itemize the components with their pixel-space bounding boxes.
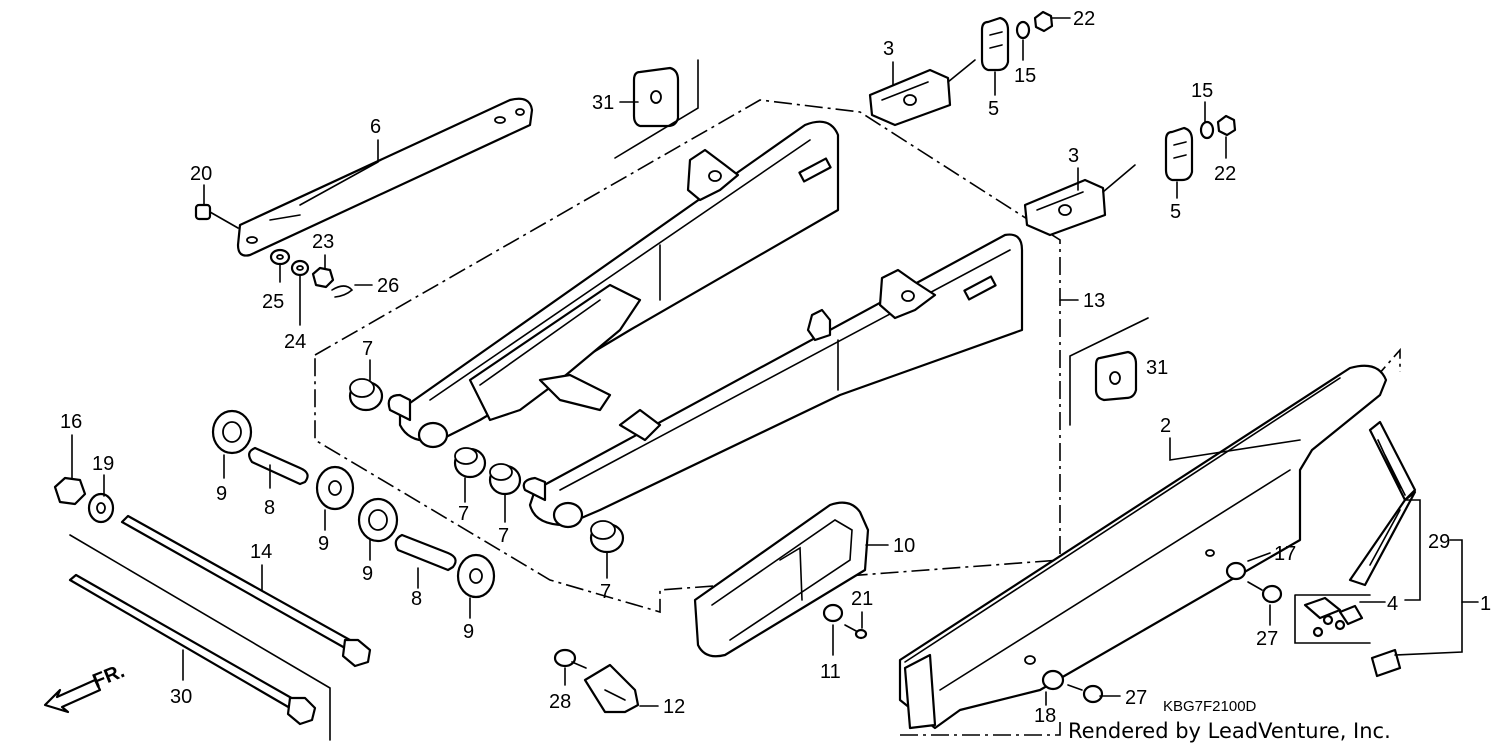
callout-8: 8	[411, 588, 422, 610]
callout-29: 29	[1428, 531, 1450, 553]
part-12-guide	[583, 663, 640, 714]
part-4-master-link	[1303, 596, 1364, 638]
callout-27: 27	[1256, 628, 1278, 650]
callout-9: 9	[216, 483, 227, 505]
callout-20: 20	[190, 163, 212, 185]
callout-27: 27	[1125, 687, 1147, 709]
part-21-screw	[844, 624, 868, 640]
part-20-bolt	[194, 203, 239, 229]
part-23-nut	[311, 266, 335, 289]
part-7-bushing	[488, 463, 522, 496]
part-30-bolt	[68, 573, 317, 726]
callout-18: 18	[1034, 705, 1056, 727]
callout-1: 1	[1480, 593, 1491, 615]
callout-17: 17	[1274, 543, 1296, 565]
part-7-bushing	[589, 520, 625, 554]
callout-labels: 1 2 3 3 4 5 5 6 7 7 7 7 8 8 9 9 9 9 10 1…	[60, 8, 1491, 727]
part-3-chain-adjuster	[1023, 164, 1136, 237]
callout-12: 12	[663, 696, 685, 718]
part-7-bushing	[453, 447, 487, 479]
part-13-swingarm	[387, 120, 1024, 529]
part-24-washer	[290, 259, 310, 277]
part-9-dust-seal	[456, 553, 496, 599]
chain-link-plate	[1370, 648, 1402, 678]
part-5-adjuster-plate	[1164, 126, 1194, 182]
part-11-collar	[822, 603, 844, 623]
part-29-drive-chain	[1348, 420, 1417, 587]
callout-11: 11	[820, 661, 841, 683]
part-16-nut	[53, 476, 87, 506]
callout-7: 7	[362, 338, 373, 360]
part-3-chain-adjuster	[868, 59, 976, 127]
callout-22: 22	[1214, 163, 1236, 185]
part-6-arm	[236, 97, 534, 257]
part-5-adjuster-plate	[980, 16, 1010, 72]
callout-15: 15	[1014, 65, 1036, 87]
callout-7: 7	[458, 503, 469, 525]
callout-4: 4	[1387, 593, 1398, 615]
part-22-nut	[1033, 10, 1054, 33]
part-15-washer	[1015, 20, 1031, 40]
part-9-dust-seal	[357, 497, 399, 543]
callout-24: 24	[284, 331, 306, 353]
callout-9: 9	[362, 563, 373, 585]
leader-lines	[71, 17, 1479, 707]
callout-2: 2	[1160, 415, 1171, 437]
part-17-collar	[1225, 561, 1247, 581]
callout-26: 26	[377, 275, 399, 297]
part-14-pivot-bolt	[69, 514, 372, 741]
callout-31: 31	[592, 92, 614, 114]
callout-22: 22	[1073, 8, 1095, 30]
part-31-plate	[614, 59, 699, 159]
callout-9: 9	[463, 621, 474, 643]
callout-10: 10	[893, 535, 915, 557]
callout-14: 14	[250, 541, 272, 563]
callout-5: 5	[1170, 201, 1181, 223]
callout-5: 5	[988, 98, 999, 120]
callout-21: 21	[851, 588, 873, 610]
part-8-collar	[248, 446, 309, 486]
part-8-collar	[394, 533, 457, 572]
callout-30: 30	[170, 686, 192, 708]
callout-28: 28	[549, 691, 571, 713]
callout-9: 9	[318, 533, 329, 555]
callout-7: 7	[498, 525, 509, 547]
part-22-nut	[1216, 114, 1237, 137]
callout-3: 3	[883, 38, 894, 60]
callout-31: 31	[1146, 357, 1168, 379]
callout-16: 16	[60, 411, 82, 433]
credit-line: Rendered by LeadVenture, Inc.	[1068, 719, 1391, 743]
swingarm-group-outline	[314, 99, 1061, 614]
part-9-dust-seal	[211, 409, 253, 455]
part-27-bolt	[1067, 684, 1104, 704]
part-25-washer	[269, 248, 291, 266]
part-15-washer	[1199, 120, 1215, 140]
callout-3: 3	[1068, 145, 1079, 167]
front-direction-indicator: FR.	[43, 660, 128, 714]
part-10-chain-slider	[693, 501, 870, 658]
callout-13: 13	[1083, 290, 1105, 312]
part-28-bolt	[553, 648, 587, 669]
callout-6: 6	[370, 116, 381, 138]
part-19-washer	[87, 492, 115, 524]
callout-23: 23	[312, 231, 334, 253]
part-31-plate	[1069, 317, 1149, 426]
arrow-down-left-icon	[43, 678, 102, 714]
diagram-code: KBG7F2100D	[1163, 698, 1257, 715]
part-18-collar	[1041, 669, 1065, 691]
front-label: FR.	[90, 660, 128, 692]
part-9-dust-seal	[315, 465, 355, 511]
part-2-chain-case	[898, 364, 1388, 730]
part-26-cotter-pin	[331, 285, 354, 298]
callout-8: 8	[264, 497, 275, 519]
callout-7: 7	[600, 581, 611, 603]
part-7-bushing	[348, 378, 384, 412]
part-27-bolt	[1247, 581, 1283, 604]
callout-19: 19	[92, 453, 114, 475]
callout-15: 15	[1191, 80, 1213, 102]
callout-25: 25	[262, 291, 284, 313]
